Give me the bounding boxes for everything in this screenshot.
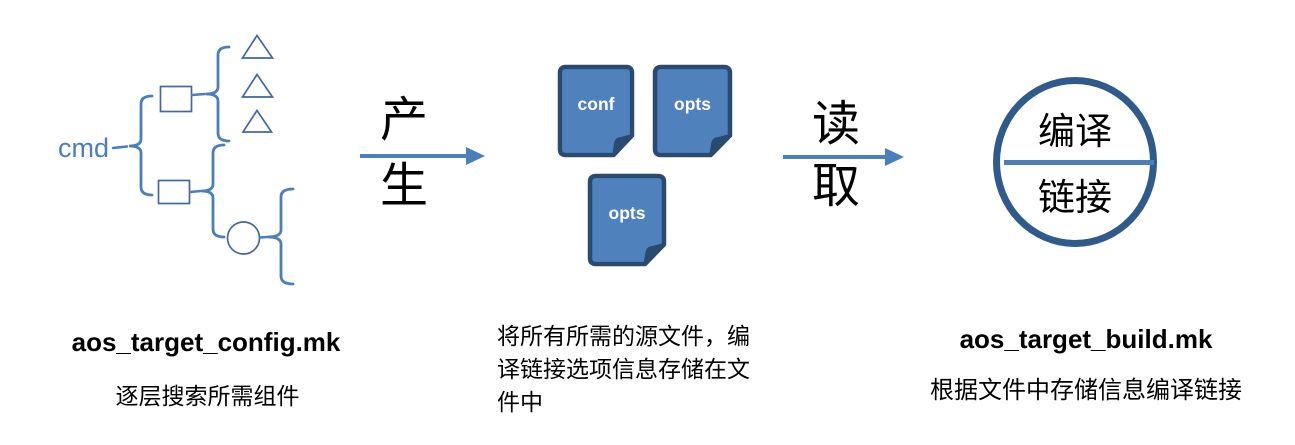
config-file-title: aos_target_config.mk	[71, 327, 341, 357]
flow-step-read: 读 取	[781, 98, 907, 213]
component-circle-node	[226, 221, 261, 255]
box-bottom-connector-line	[188, 189, 203, 194]
config-file-desc: 逐层搜索所需组件	[115, 384, 300, 409]
file-opts-2-label: opts	[608, 203, 646, 224]
middle-desc-line: 件中	[497, 390, 543, 415]
build-file-desc: 根据文件中存储信息编译链接	[930, 378, 1242, 404]
circle-connector-line	[258, 235, 269, 239]
document-icon	[557, 64, 635, 158]
box-top-connector-line	[190, 92, 207, 97]
generate-arrow-head-icon	[466, 147, 485, 165]
component-box-bottom	[157, 179, 191, 205]
middle-desc: 将所有所需的源文件，编 译链接选项信息存储在文 件中	[497, 320, 787, 419]
generate-arrow-shaft	[360, 154, 466, 158]
file-conf-label: conf	[577, 94, 615, 115]
triangle-group-brace	[205, 45, 231, 143]
middle-desc-line: 将所有所需的源文件，编	[497, 324, 750, 349]
middle-desc-line: 译链接选项信息存储在文	[497, 357, 750, 382]
file-conf: conf	[557, 64, 635, 158]
cmd-label: cmd	[58, 133, 109, 163]
cmd-connector-line	[111, 145, 129, 150]
triangle-item-3	[241, 108, 274, 133]
document-icon	[587, 173, 667, 267]
read-arrow-shaft	[783, 155, 885, 159]
file-opts-1: opts	[652, 64, 733, 158]
component-box-top	[159, 85, 193, 113]
root-brace	[128, 94, 154, 197]
component-tree-diagram: cmd	[58, 33, 295, 286]
read-label-top: 读	[811, 98, 860, 151]
read-label-bottom: 取	[811, 160, 860, 213]
document-icon	[652, 64, 733, 158]
build-file-title: aos_target_build.mk	[959, 324, 1213, 354]
read-arrow-head-icon	[885, 148, 904, 166]
process-divider-line	[1004, 160, 1154, 165]
circle-group-brace	[201, 143, 226, 239]
compile-label: 编译	[1038, 112, 1112, 153]
generate-label-bottom: 生	[379, 160, 428, 213]
file-opts-1-label: opts	[674, 94, 711, 115]
triangle-item-2	[240, 72, 275, 98]
build-process-circle: 编译 链接	[993, 77, 1157, 247]
generate-label-top: 产	[379, 94, 428, 147]
flow-step-generate: 产 生	[358, 94, 488, 216]
link-label: 链接	[1038, 178, 1112, 219]
triangle-item-1	[240, 33, 275, 59]
leaf-group-brace	[267, 187, 295, 286]
file-opts-2: opts	[587, 173, 667, 267]
